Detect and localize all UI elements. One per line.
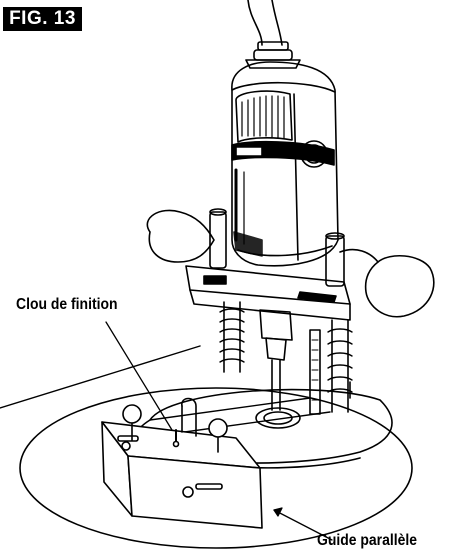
motor-housing xyxy=(231,61,339,267)
leader-lines xyxy=(105,321,333,541)
finishing-nail-label: Clou de finition xyxy=(16,296,118,313)
power-cord xyxy=(247,0,283,46)
figure-label: FIG. 13 xyxy=(3,7,82,31)
router-base-plate xyxy=(135,208,435,469)
edge-guide-label: Guide parallèle xyxy=(317,532,418,549)
circle-cut-path xyxy=(19,387,413,549)
edge-guide xyxy=(101,397,331,529)
